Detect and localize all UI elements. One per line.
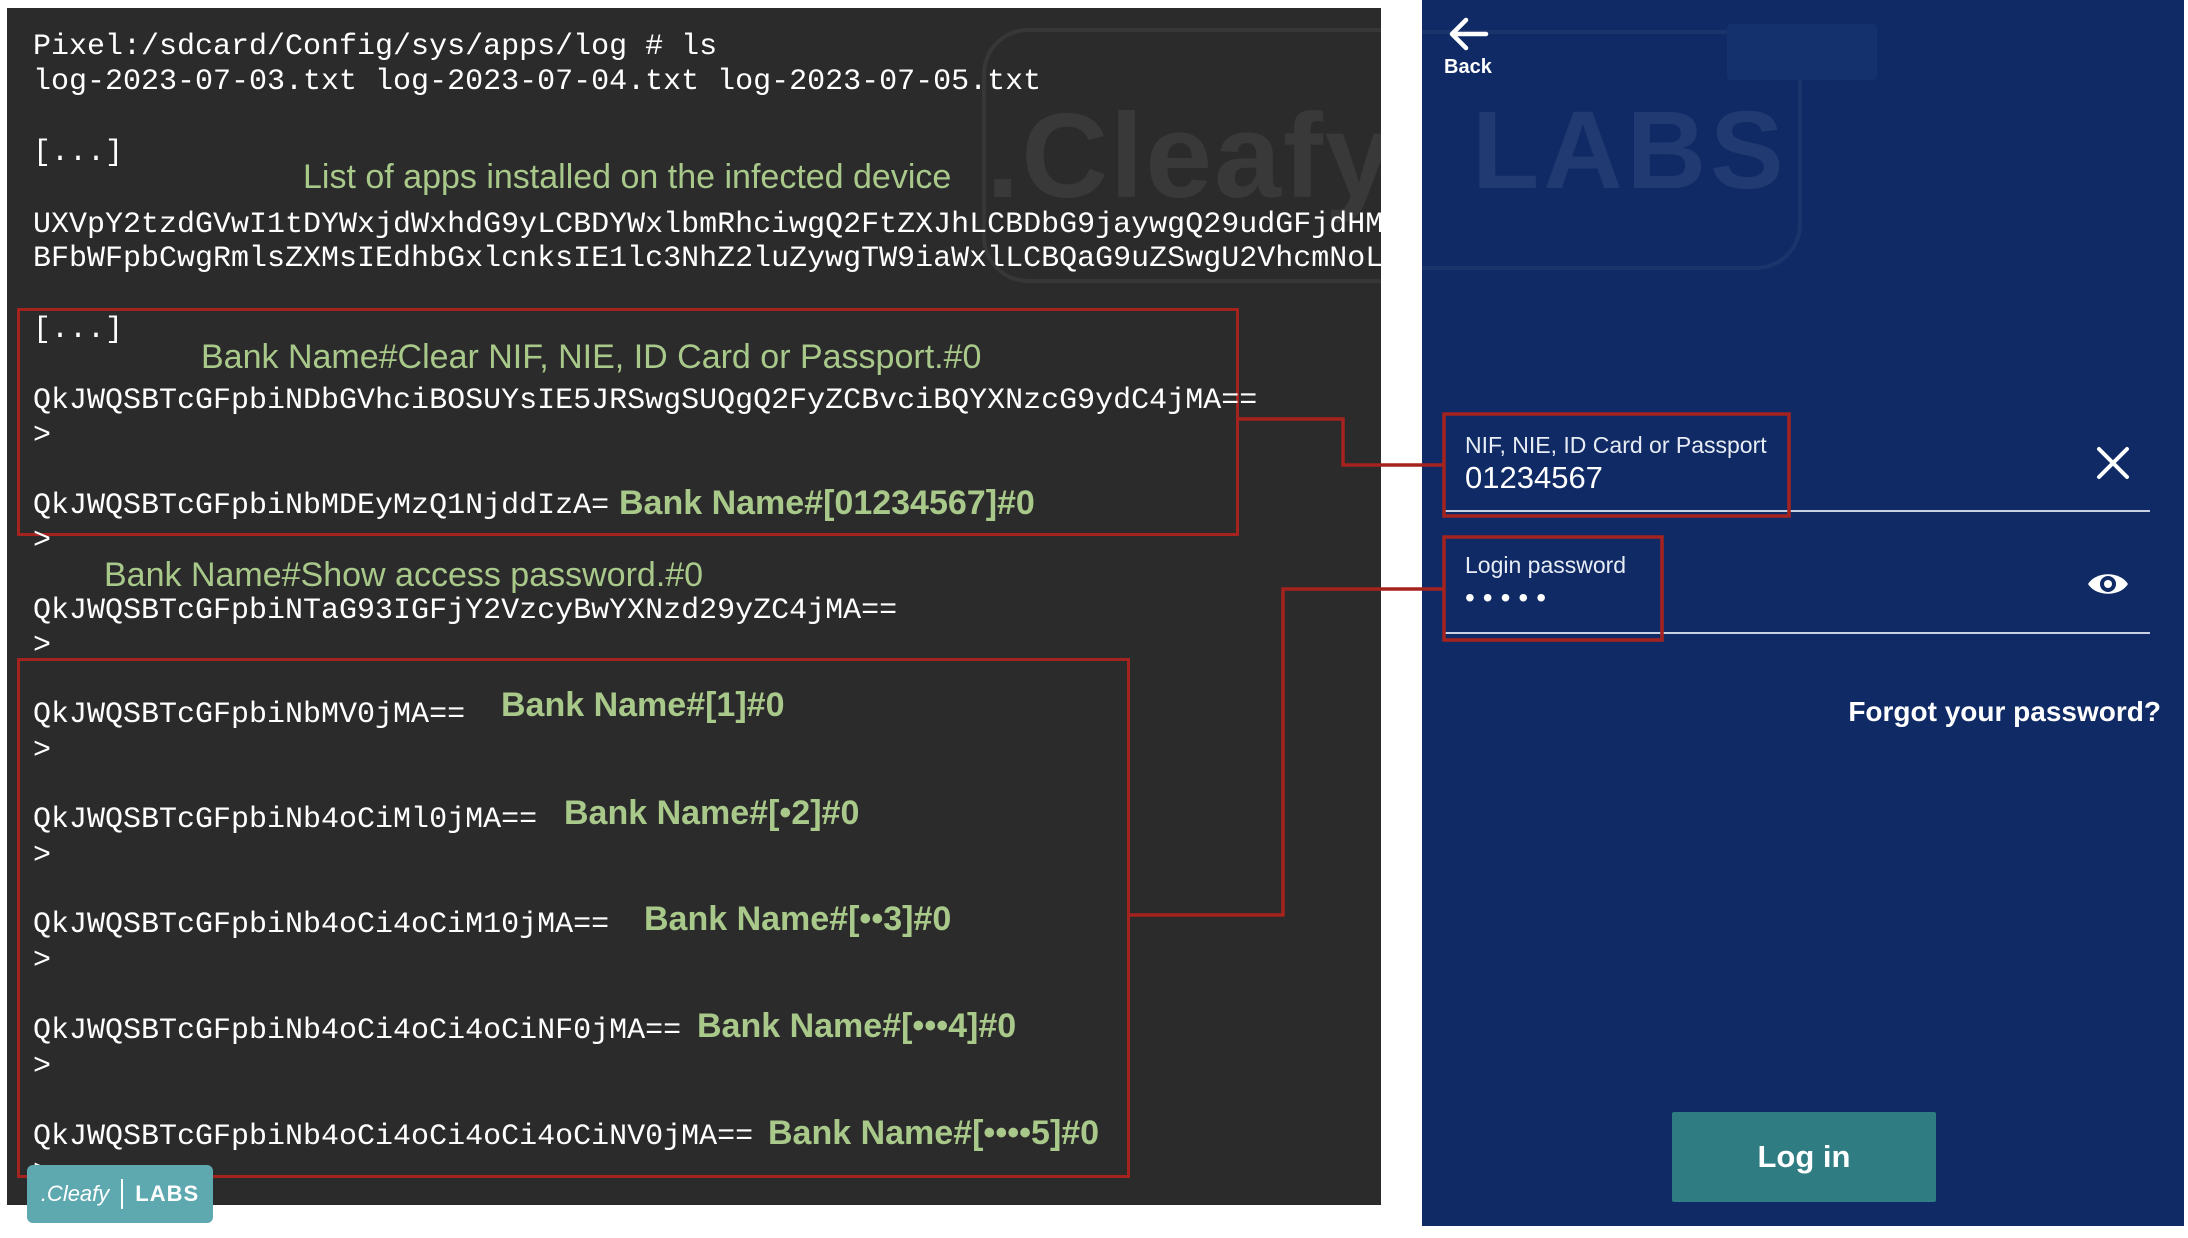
prompt-marker: > [33,944,52,978]
password-decoded: Bank Name#[••3]#0 [644,900,952,938]
password-decoded: Bank Name#[•2]#0 [564,794,860,832]
prompt-marker: > [33,1050,52,1084]
id-field-label: NIF, NIE, ID Card or Passport [1465,432,1767,458]
prompt-marker: > [33,524,52,558]
highlight-box-id-field [17,308,1239,536]
terminal-command-line: Pixel:/sdcard/Config/sys/apps/log # ls [33,30,718,64]
prompt-marker: > [33,734,52,768]
id-field-value[interactable]: 01234567 [1465,460,1603,495]
prompt-marker: > [33,419,52,453]
prompt-marker: > [33,629,52,663]
show-password-b64-line: QkJWQSBTcGFpbiNTaG93IGFjY2VzcyBwYXNzd29y… [33,594,898,628]
password-decoded: Bank Name#[1]#0 [501,686,785,724]
close-icon[interactable] [2096,446,2130,485]
field-b64-line: QkJWQSBTcGFpbiNDbGVhciBOSUYsIE5JRSwgSUQg… [33,384,1258,418]
cleafy-labs-logo: .Cleafy LABS [27,1165,213,1223]
phone-login-screen: LABS Back NIF, NIE, ID Card or Passport … [1422,0,2184,1226]
ls-output: log-2023-07-03.txt log-2023-07-04.txt lo… [33,65,1042,99]
password-field-label: Login password [1465,552,1627,578]
password-field[interactable]: Login password ••••• [1445,540,2150,634]
apps-b64-line: BFbWFpbCwgRmlsZXMsIEdhbGxlcnksIE1lc3NhZ2… [33,242,1381,276]
password-b64-line: QkJWQSBTcGFpbiNbMV0jMA== [33,698,466,732]
eye-icon[interactable] [2086,568,2130,605]
show-password-caption: Bank Name#Show access password.#0 [104,556,704,594]
labs-watermark: LABS [1422,30,1802,270]
login-button[interactable]: Log in [1672,1112,1936,1202]
field-caption: Bank Name#Clear NIF, NIE, ID Card or Pas… [201,338,982,376]
back-button[interactable]: Back [1444,16,1492,79]
id-field[interactable]: NIF, NIE, ID Card or Passport 01234567 [1445,418,2150,512]
password-b64-line: QkJWQSBTcGFpbiNb4oCi4oCi4oCiNF0jMA== [33,1014,682,1048]
terminal-window: .Cleafy LABS Pixel:/sdcard/Config/sys/ap… [7,8,1381,1205]
arrow-left-icon [1449,17,1489,51]
ellipsis: [...] [33,136,124,170]
apps-b64-line: UXVpY2tzdGVwI1tDYWxjdWxhdG9yLCBDYWxlbmRh… [33,208,1381,242]
prompt-marker: > [33,839,52,873]
password-b64-line: QkJWQSBTcGFpbiNb4oCiMl0jMA== [33,803,538,837]
highlight-box-password [17,658,1130,1178]
ellipsis: [...] [33,313,124,347]
password-field-value[interactable]: ••••• [1465,582,1555,613]
password-decoded: Bank Name#[••••5]#0 [768,1114,1100,1152]
password-b64-line: QkJWQSBTcGFpbiNb4oCi4oCi4oCi4oCiNV0jMA== [33,1120,754,1154]
value-b64-line: QkJWQSBTcGFpbiNbMDEyMzQ1NjddIzA= [33,489,610,523]
forgot-password-link[interactable]: Forgot your password? [1848,696,2161,727]
back-label: Back [1444,56,1492,78]
password-b64-line: QkJWQSBTcGFpbiNb4oCi4oCiM10jMA== [33,908,610,942]
apps-caption: List of apps installed on the infected d… [303,158,952,196]
password-decoded: Bank Name#[•••4]#0 [697,1007,1017,1045]
value-decoded: Bank Name#[01234567]#0 [619,484,1035,522]
